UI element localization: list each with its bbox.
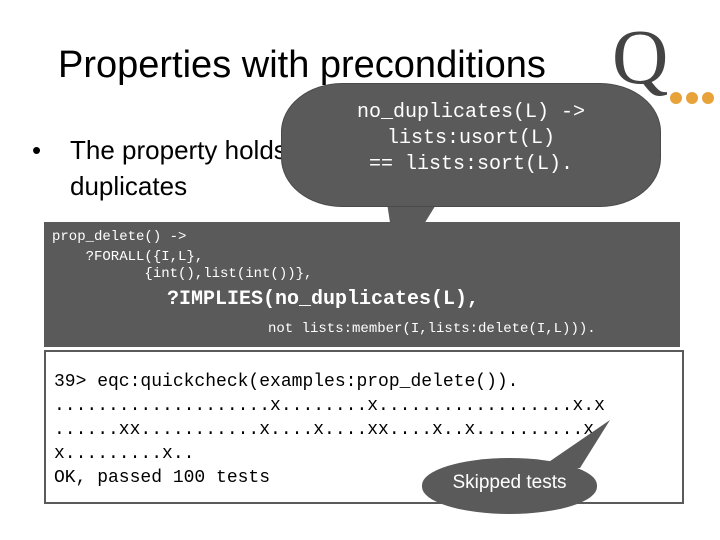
code-line-4: ?IMPLIES(no_duplicates(L),: [167, 288, 480, 311]
callout-line-1: no_duplicates(L) ->: [356, 101, 586, 124]
bullet-line-2: duplicates: [70, 171, 188, 201]
callout-line-2: lists:usort(L): [386, 127, 556, 150]
skip-callout-tail: [540, 420, 610, 468]
callout-tail: [385, 190, 445, 268]
skipped-tests-label: Skipped tests: [452, 472, 567, 493]
shell-line-5: OK, passed 100 tests: [54, 468, 271, 488]
code-line-3: {int(),list(int())},: [52, 266, 313, 282]
shell-line-2: ....................x........x..........…: [54, 396, 605, 416]
logo-dot-2: [686, 92, 698, 104]
code-line-2: ?FORALL({I,L},: [52, 249, 204, 265]
code-line-1: prop_delete() ->: [52, 229, 187, 245]
bullet-symbol: •: [32, 135, 42, 165]
logo-letter: Q: [612, 13, 669, 100]
shell-line-4: x.........x..: [54, 444, 195, 464]
shell-line-3: ......xx...........x....x....xx....x..x.…: [54, 420, 605, 440]
slide-title: Properties with preconditions: [58, 44, 546, 86]
code-block: [44, 222, 680, 347]
speech-callout: [282, 84, 660, 206]
callout-line-3: == lists:sort(L).: [368, 153, 574, 176]
quviq-logo: Q: [612, 13, 714, 104]
skipped-tests-callout: [422, 458, 597, 514]
logo-dot-1: [670, 92, 682, 104]
callout-text: no_duplicates(L) -> lists:usort(L) == list…: [282, 100, 660, 178]
logo-dot-3: [702, 92, 714, 104]
code-line-5: not lists:member(I,lists:delete(I,L))).: [268, 321, 596, 337]
shell-line-1: 39> eqc:quickcheck(examples:prop_delete(…: [54, 372, 519, 392]
